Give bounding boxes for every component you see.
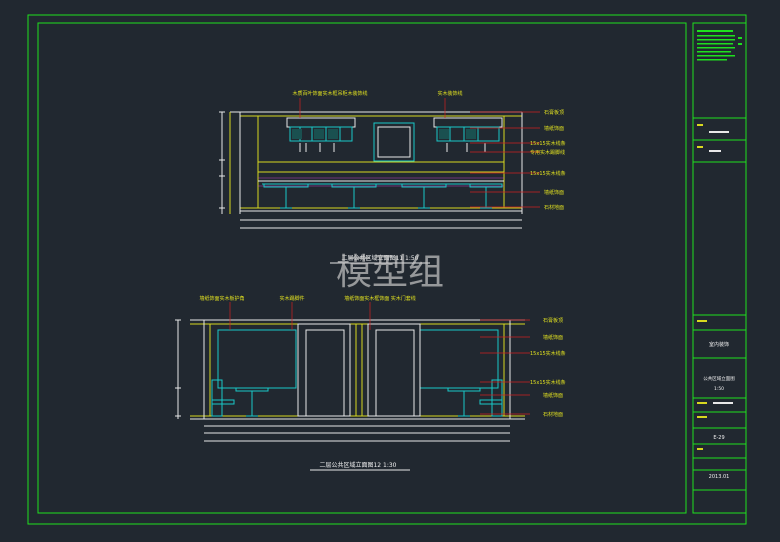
title-block xyxy=(692,22,747,514)
elev2-label-wallpaper-bottom: 墙纸饰面 xyxy=(543,392,563,399)
elev1-label-baseboard: 专用实木踢脚线 xyxy=(530,149,565,156)
title-block-lines xyxy=(693,117,746,491)
elev1-right-labels: 石膏板顶 墙纸饰面 15x15实木线条 专用实木踢脚线 15x15实木线条 墙纸… xyxy=(530,109,566,211)
elev1-label-stone-floor: 石材地面 xyxy=(544,204,564,211)
elev1-top-label-2: 实木装饰线 xyxy=(437,90,462,97)
drawing-date: 2013.01 xyxy=(709,474,730,480)
elev2-top-label-3: 墙纸饰面实木框饰面 实木门套线 xyxy=(344,295,416,302)
elev2-top-labels: 墙纸饰面实木板护角 实木踢脚件 墙纸饰面实木框饰面 实木门套线 xyxy=(199,295,415,302)
elevation-1-caption: 二层公共区域立面图11 1:50 xyxy=(341,254,418,262)
elev2-label-strip-1: 15x15实木线条 xyxy=(530,350,566,357)
title-block-notes xyxy=(697,30,742,450)
elev1-label-strip-2: 15x15实木线条 xyxy=(530,170,566,177)
elev2-label-wallpaper-top: 墙纸饰面 xyxy=(543,334,563,341)
drawing-scale: 1:50 xyxy=(714,386,724,392)
drawing-number: E-29 xyxy=(713,435,724,441)
elevation-2-caption: 二层公共区域立面图12 1:30 xyxy=(319,461,396,469)
elevation-2 xyxy=(175,302,530,442)
elev2-label-stone-floor: 石材地面 xyxy=(543,411,563,418)
elev1-top-label-1: 木质百叶饰面实木框吊柜木装饰线 xyxy=(292,90,367,97)
elev2-right-labels: 石膏板顶 墙纸饰面 15x15实木线条 15x15实木线条 墙纸饰面 石材地面 xyxy=(530,317,566,418)
elev1-label-wallpaper-bottom: 墙纸饰面 xyxy=(544,189,564,196)
elev1-label-wallpaper-top: 墙纸饰面 xyxy=(544,125,564,132)
elev2-label-strip-2: 15x15实木线条 xyxy=(530,379,566,386)
elev2-top-label-2: 实木踢脚件 xyxy=(279,295,304,302)
watermark: 模型组 xyxy=(336,252,444,293)
elevation-1 xyxy=(219,98,540,229)
elev2-top-label-1: 墙纸饰面实木板护角 xyxy=(199,295,244,302)
project-name: 室内装饰 xyxy=(709,341,729,348)
elev1-label-strip-1: 15x15实木线条 xyxy=(530,140,566,147)
drawing-name: 公共区域立面图 xyxy=(703,375,735,382)
elev2-label-ceiling: 石膏板顶 xyxy=(543,317,563,324)
elev1-label-ceiling: 石膏板顶 xyxy=(544,109,564,116)
inner-frame xyxy=(37,22,687,514)
